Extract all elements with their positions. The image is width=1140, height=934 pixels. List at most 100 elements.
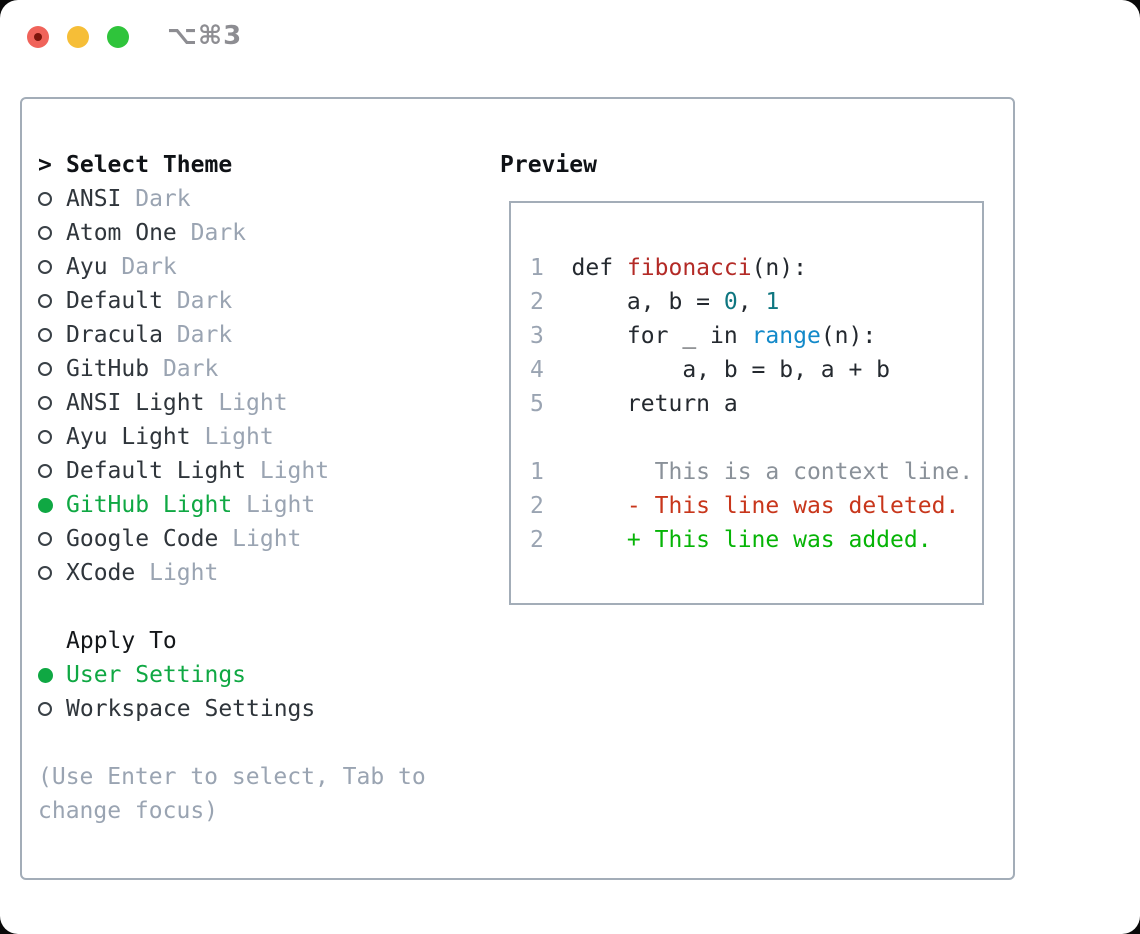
apply-target-option[interactable]: Workspace Settings xyxy=(38,692,488,726)
option-label: Default Light xyxy=(66,458,247,484)
radio-icon xyxy=(38,250,66,284)
radio-ring-icon xyxy=(38,566,52,580)
radio-icon xyxy=(38,216,66,250)
theme-option[interactable]: Atom One Dark xyxy=(38,216,488,250)
window-title: ⌥⌘3 xyxy=(167,21,243,51)
radio-icon xyxy=(38,522,66,556)
hint-line: (Use Enter to select, Tab to xyxy=(38,764,426,790)
code-token: 1 xyxy=(765,289,780,315)
preview-line: 1 def fibonacci(n): xyxy=(530,251,973,285)
option-label: GitHub xyxy=(66,356,150,382)
radio-dot-icon xyxy=(38,668,53,683)
code-token: 0 xyxy=(723,289,738,315)
variant-label: Dark xyxy=(135,186,191,212)
option-label: Atom One xyxy=(66,220,177,246)
radio-ring-icon xyxy=(38,464,52,478)
option-label: ANSI Light xyxy=(66,390,205,416)
radio-ring-icon xyxy=(38,362,52,376)
variant-label: Dark xyxy=(176,322,233,348)
select-theme-header: > Select Theme xyxy=(38,148,488,182)
code-token: return a xyxy=(571,391,738,417)
code-token: (n): xyxy=(820,323,877,349)
radio-ring-icon xyxy=(38,396,52,410)
theme-option[interactable]: Ayu Light Light xyxy=(38,420,488,454)
option-label: Dracula xyxy=(66,322,163,348)
theme-option[interactable]: Dracula Dark xyxy=(38,318,488,352)
line-number: 4 xyxy=(530,357,572,383)
close-button[interactable] xyxy=(27,26,49,48)
zoom-button[interactable] xyxy=(107,26,129,48)
prompt-icon: > xyxy=(38,152,52,178)
code-token: range xyxy=(751,323,821,349)
radio-ring-icon xyxy=(38,294,52,308)
variant-label: Light xyxy=(246,492,316,518)
option-label: Workspace Settings xyxy=(66,696,316,722)
line-number: 1 xyxy=(530,459,572,485)
variant-label: Dark xyxy=(190,220,247,246)
code-token: def xyxy=(571,255,627,281)
radio-icon xyxy=(38,386,66,420)
radio-dot-icon xyxy=(38,498,53,513)
preview-line: 5 return a xyxy=(530,387,973,421)
radio-selected-icon xyxy=(38,488,66,522)
preview-line xyxy=(530,421,973,455)
code-token: a, b = xyxy=(571,289,724,315)
prompt-marker: > xyxy=(38,148,66,182)
radio-icon xyxy=(38,182,66,216)
minimize-button[interactable] xyxy=(67,26,89,48)
radio-ring-icon xyxy=(38,702,52,716)
variant-label: Light xyxy=(218,390,288,416)
option-label: Ayu Light xyxy=(66,424,191,450)
line-number: 5 xyxy=(530,391,572,417)
radio-ring-icon xyxy=(38,226,52,240)
line-number: 2 xyxy=(530,527,572,553)
unsaved-dot-icon xyxy=(34,33,42,41)
radio-ring-icon xyxy=(38,328,52,342)
line-number: 3 xyxy=(530,323,572,349)
preview-line: 2 a, b = 0, 1 xyxy=(530,285,973,319)
option-label: Google Code xyxy=(66,526,219,552)
keyboard-hint: (Use Enter to select, Tab to change focus… xyxy=(38,760,488,828)
theme-option[interactable]: ANSI Light Light xyxy=(38,386,488,420)
spacer xyxy=(38,590,488,624)
apply-target-option[interactable]: User Settings xyxy=(38,658,488,692)
line-number: 2 xyxy=(530,289,572,315)
preview-label: Preview xyxy=(500,152,597,178)
line-number: 1 xyxy=(530,255,572,281)
hint-line: change focus) xyxy=(38,798,219,824)
code-token: , xyxy=(737,289,766,315)
code-token: (n): xyxy=(751,255,807,281)
radio-icon xyxy=(38,454,66,488)
radio-ring-icon xyxy=(38,532,52,546)
select-theme-label: Select Theme xyxy=(66,152,233,178)
radio-ring-icon xyxy=(38,430,52,444)
line-number: 2 xyxy=(530,493,572,519)
variant-label: Light xyxy=(259,458,330,484)
variant-label: Light xyxy=(204,424,274,450)
variant-label: Dark xyxy=(121,254,177,280)
radio-ring-icon xyxy=(38,260,52,274)
option-label: Default xyxy=(66,288,163,314)
code-token: + This line was added. xyxy=(571,527,932,553)
theme-option[interactable]: Google Code Light xyxy=(38,522,488,556)
preview-line: 3 for _ in range(n): xyxy=(530,319,973,353)
preview-line: 1 This is a context line. xyxy=(530,455,973,489)
radio-icon xyxy=(38,420,66,454)
apply-to-indent xyxy=(38,624,66,658)
option-label: XCode xyxy=(66,560,136,586)
radio-icon xyxy=(38,556,66,590)
variant-label: Light xyxy=(232,526,302,552)
code-token: for _ in xyxy=(571,323,752,349)
theme-option[interactable]: Default Light Light xyxy=(38,454,488,488)
apply-to-label: Apply To xyxy=(66,628,177,654)
